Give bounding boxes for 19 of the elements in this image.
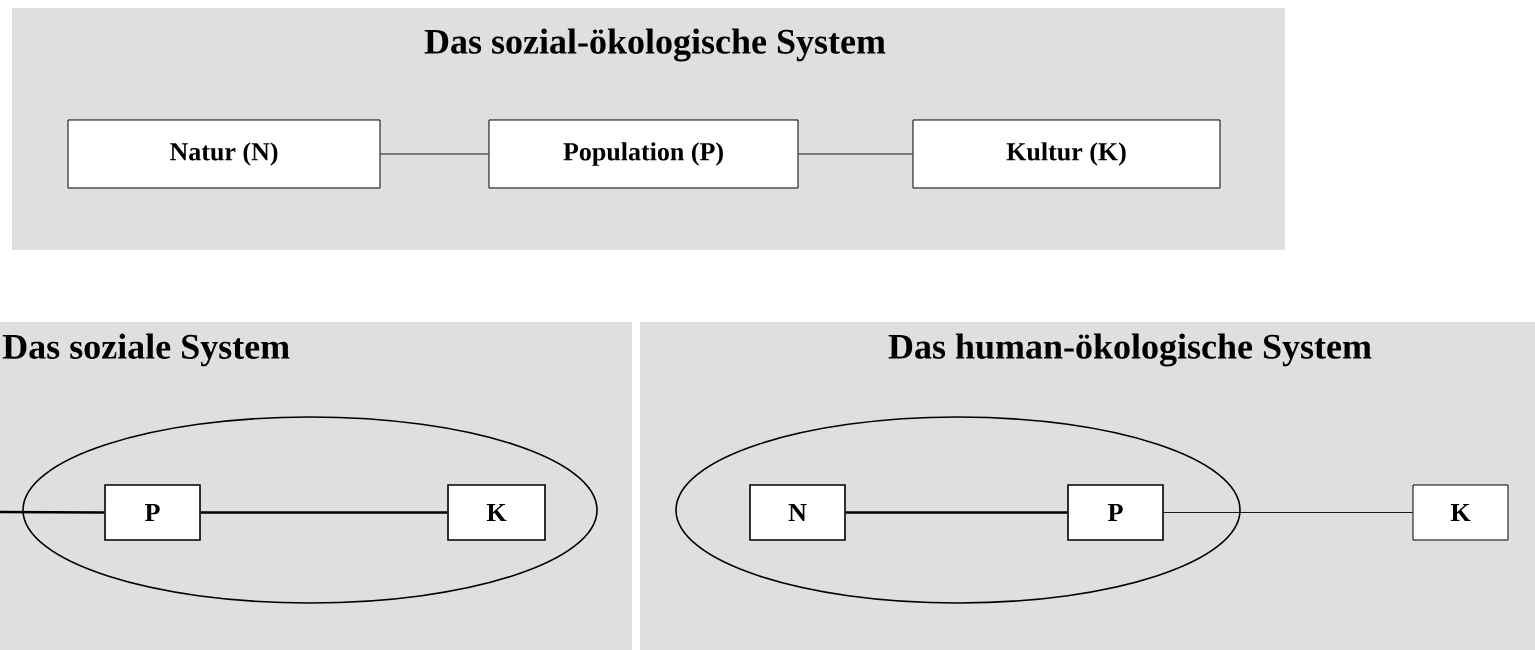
- connector-line: [380, 153, 489, 155]
- panel-heading: Das sozial-ökologische System: [424, 28, 886, 62]
- ellipse: [22, 416, 598, 604]
- connector-line: [1163, 512, 1413, 513]
- process-box: P: [1067, 484, 1164, 541]
- process-box: K: [447, 484, 546, 541]
- connector-line: [845, 511, 1068, 514]
- process-box: Natur (N): [67, 119, 381, 189]
- panel-heading: Das human-ökologische System: [888, 333, 1372, 367]
- connector-line: [0, 510, 105, 514]
- panel-heading: Das soziale System: [2, 333, 290, 367]
- connector-line: [200, 511, 448, 514]
- process-box: K: [1412, 484, 1509, 541]
- process-box: Kultur (K): [912, 119, 1221, 189]
- process-box: Population (P): [488, 119, 799, 189]
- process-box: P: [104, 484, 201, 541]
- process-box: N: [749, 484, 846, 541]
- connector-line: [798, 153, 913, 155]
- ellipse: [675, 416, 1241, 604]
